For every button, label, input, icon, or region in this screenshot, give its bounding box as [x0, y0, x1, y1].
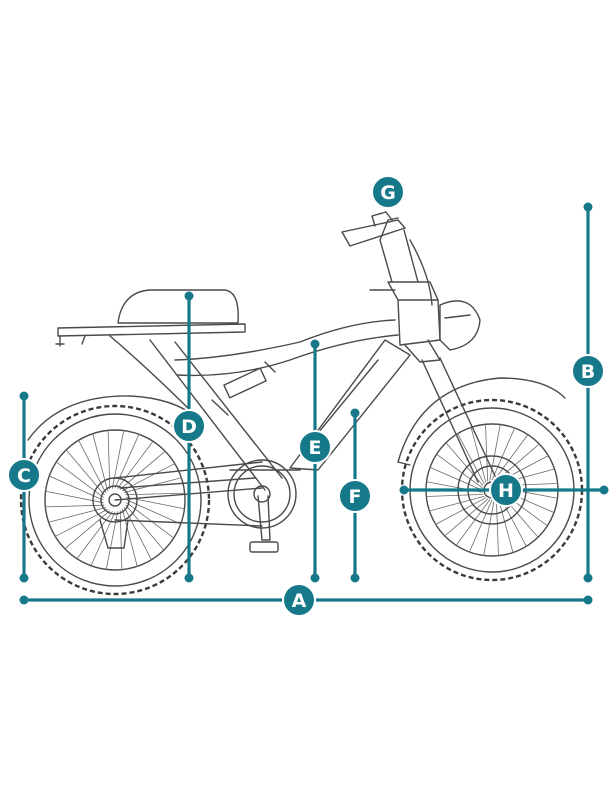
drivetrain: [92, 459, 297, 553]
badge-f: F: [338, 479, 372, 513]
wheel-spoke: [48, 475, 104, 501]
wheel-spoke: [436, 453, 483, 489]
badge-e: E: [298, 430, 332, 464]
badge-g: G: [371, 175, 405, 209]
wheel-spoke: [117, 440, 154, 489]
wheel-spoke: [485, 423, 489, 482]
badge-h: H: [489, 473, 523, 507]
wheel-spoke: [44, 504, 105, 508]
seat: [117, 289, 239, 324]
wheel-spoke: [470, 427, 487, 483]
wheel-spoke: [444, 498, 489, 537]
dimension-badges: A B C D E F G H: [7, 175, 605, 617]
wheel-spoke: [483, 499, 495, 556]
wheel-spoke: [55, 461, 104, 498]
wheel-spoke: [429, 466, 483, 491]
wheel-spoke: [48, 507, 107, 523]
badge-d-label: D: [181, 416, 197, 438]
badge-d: D: [172, 409, 206, 443]
badge-e-label: E: [309, 437, 322, 459]
wheel-spoke: [76, 511, 113, 560]
rear-shock: [211, 361, 276, 416]
wheel-spoke: [114, 433, 140, 489]
wheel-spoke: [468, 499, 493, 553]
bike-line-art: [19, 211, 584, 596]
wheel-spoke: [489, 424, 501, 481]
wheel-spoke: [92, 433, 108, 492]
badge-b: B: [571, 354, 605, 388]
badge-f-label: F: [349, 486, 362, 508]
badge-a: A: [282, 583, 316, 617]
wheel-spoke: [122, 508, 138, 567]
wheel-spoke: [425, 493, 484, 497]
wheel-spoke: [90, 511, 116, 567]
badge-g-label: G: [380, 182, 396, 204]
wheel-spoke: [125, 492, 186, 496]
badge-a-label: A: [292, 590, 307, 612]
wheel-spoke: [429, 495, 485, 512]
wheel-spoke: [493, 434, 529, 481]
badge-c: C: [7, 458, 41, 492]
rear-fender: [27, 395, 201, 441]
wheel-spoke: [495, 498, 499, 557]
badge-b-label: B: [581, 361, 595, 383]
wheel-spoke: [491, 427, 516, 481]
wheel-spoke: [435, 497, 487, 525]
wheel-spoke: [497, 497, 514, 553]
front-fender: [397, 377, 566, 463]
wheel-spoke: [457, 433, 485, 485]
wheel-spoke: [455, 499, 491, 546]
badge-h-label: H: [498, 480, 514, 502]
wheel-spoke: [107, 429, 111, 490]
rear-rack: [55, 323, 246, 421]
badge-c-label: C: [17, 465, 31, 487]
wheel-spoke: [126, 502, 175, 539]
fork-and-handlebar: [341, 211, 497, 483]
